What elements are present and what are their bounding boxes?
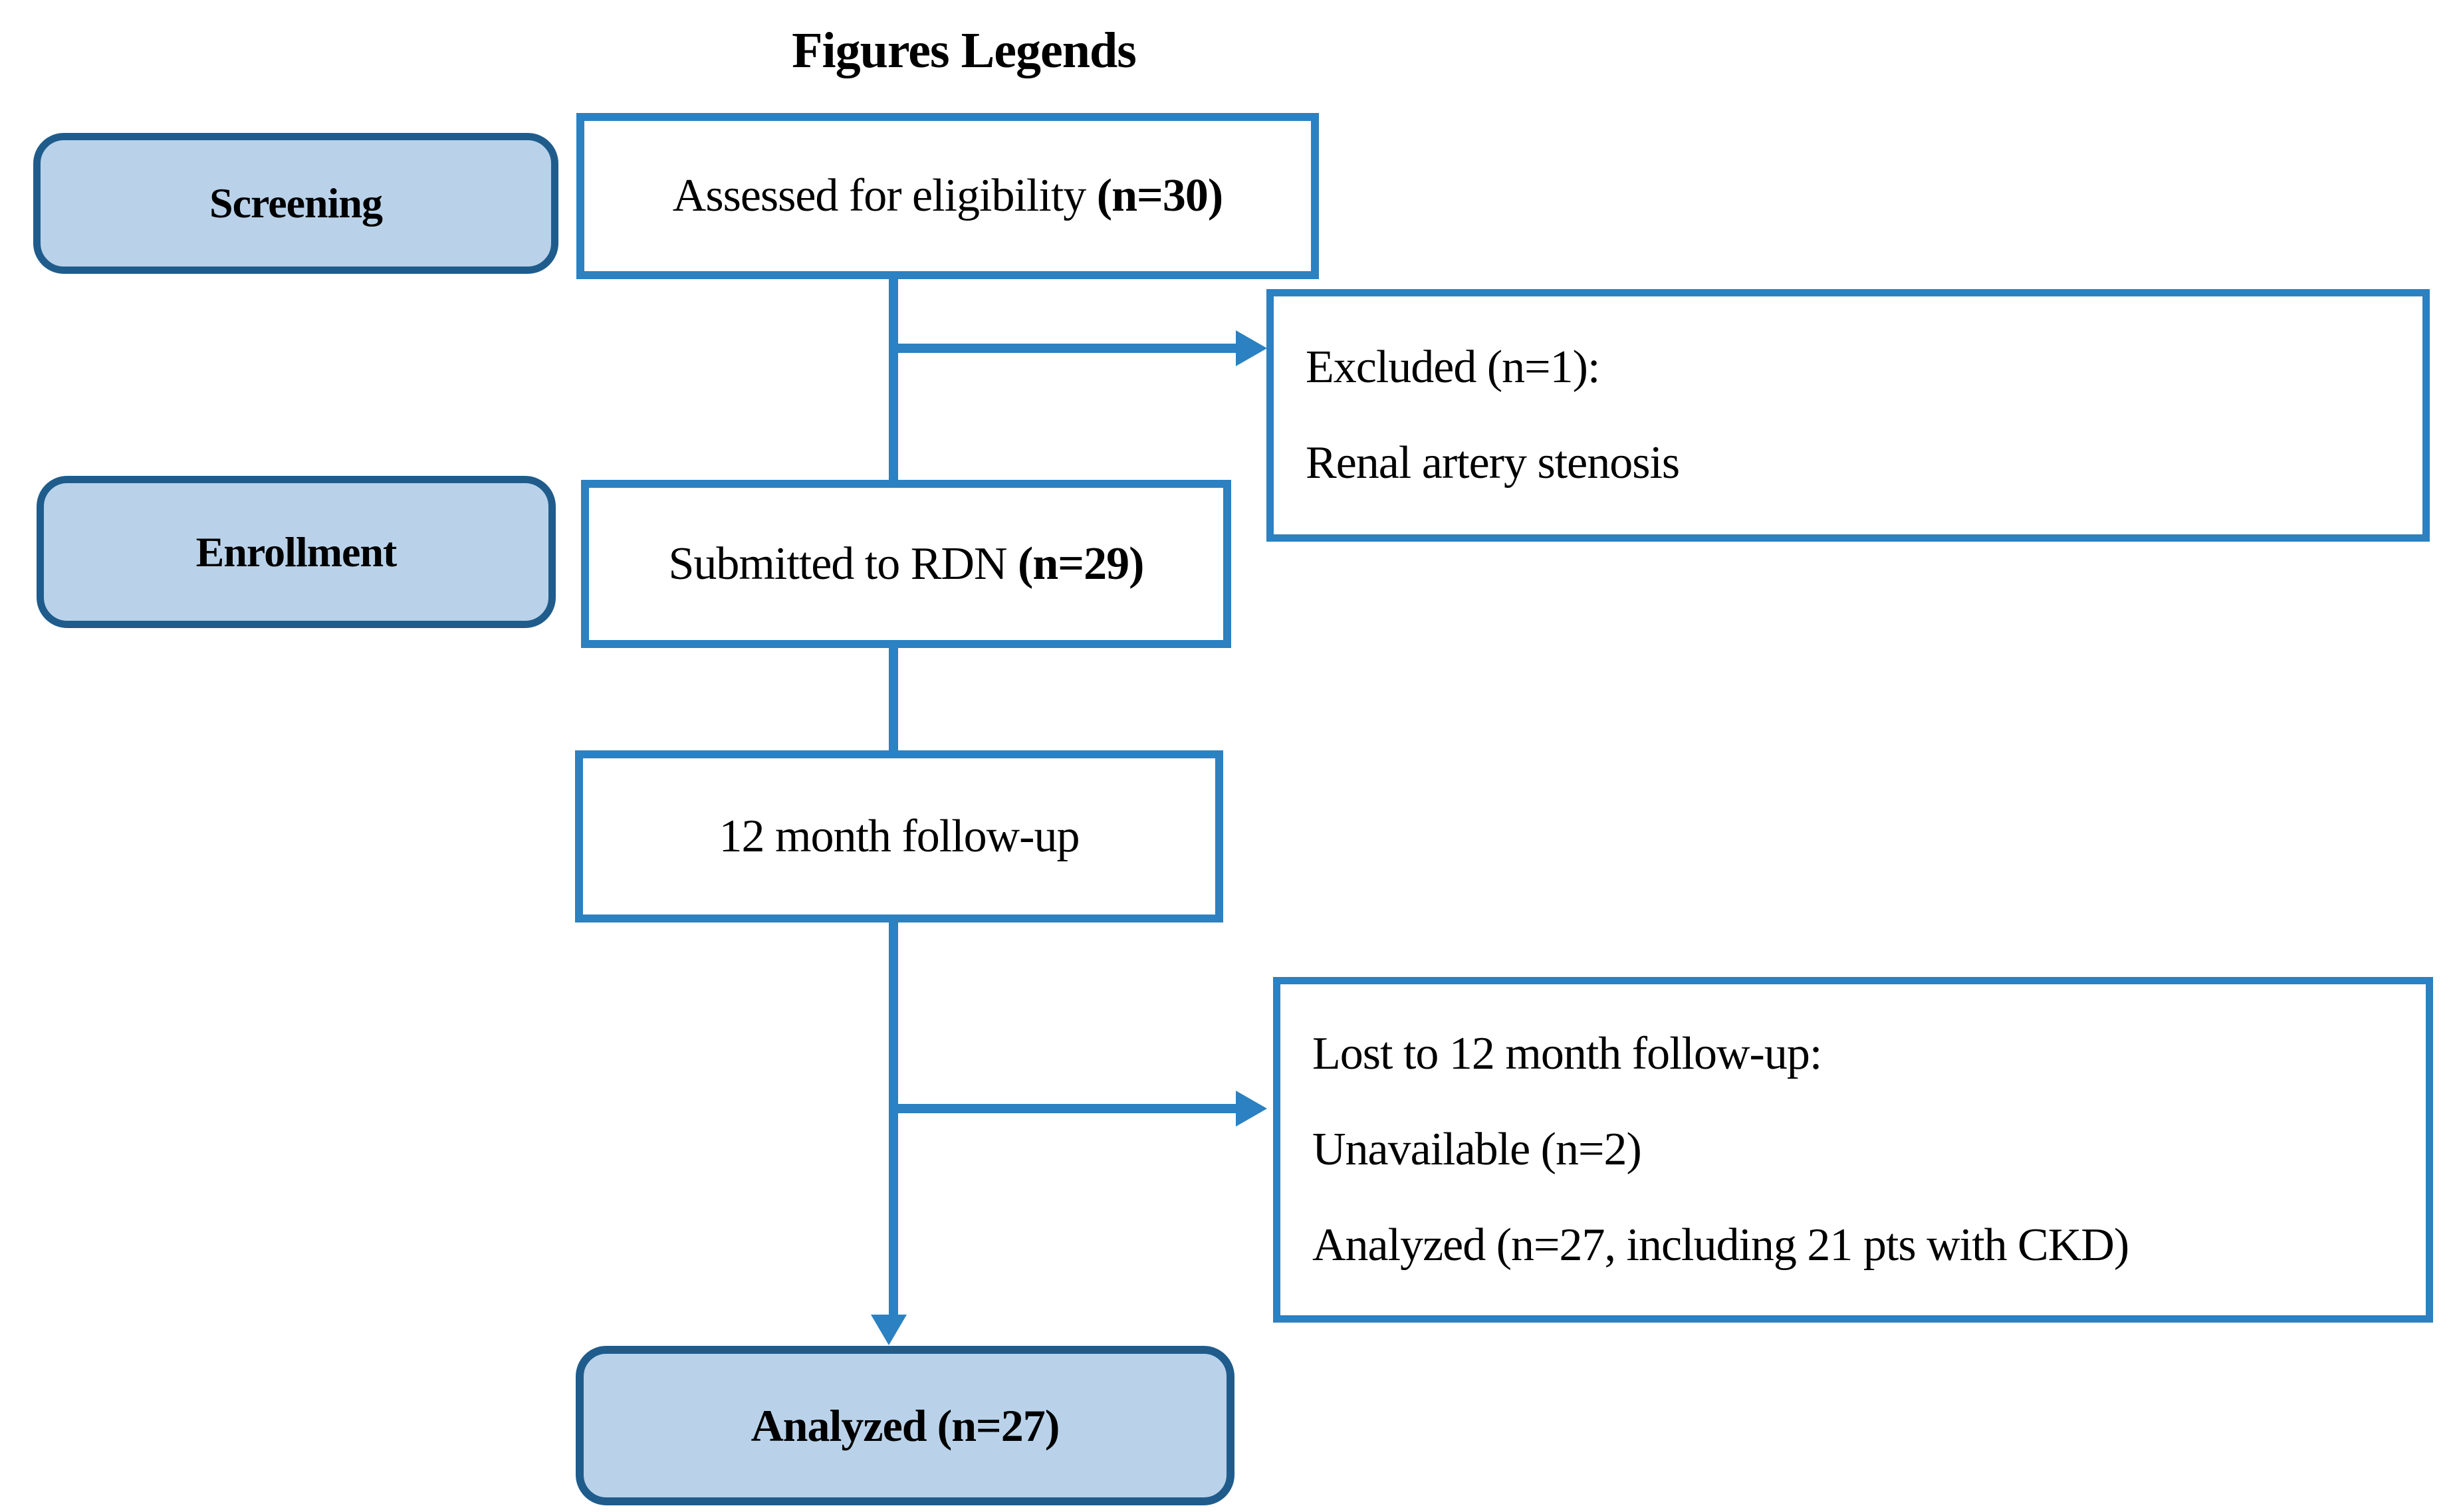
submitted-text-main: Submitted to RDN: [668, 538, 1018, 590]
connector-submitted-to-followup: [889, 648, 898, 750]
stage-label-screening: Screening: [209, 179, 383, 227]
diagram-title: Figures Legends: [792, 23, 1137, 78]
followup-box: 12 month follow-up: [575, 750, 1223, 922]
assessed-eligibility-text: Assessed for eligibility (n=30): [673, 169, 1223, 223]
stage-label-enrollment: Enrollment: [195, 528, 398, 576]
submitted-rdn-text: Submitted to RDN (n=29): [668, 538, 1145, 591]
connector-assessed-to-submitted: [889, 279, 898, 480]
lost-line: Analyzed (n=27, including 21 pts with CK…: [1312, 1220, 2129, 1271]
arrowhead-down-analyzed-icon: [871, 1315, 907, 1345]
connector-followup-to-analyzed: [889, 922, 898, 1315]
arrowhead-right-excluded-icon: [1236, 330, 1267, 366]
lost-line: Unavailable (n=2): [1312, 1124, 1642, 1175]
submitted-rdn-box: Submitted to RDN (n=29): [581, 480, 1231, 648]
connector-branch-to-lost: [893, 1104, 1236, 1113]
assessed-text-n: (n=30): [1096, 170, 1223, 221]
stage-box-enrollment: Enrollment: [37, 476, 556, 628]
submitted-text-n: (n=29): [1018, 538, 1144, 590]
lost-followup-box: Lost to 12 month follow-up: Unavailable …: [1273, 977, 2433, 1323]
lost-line: Lost to 12 month follow-up:: [1312, 1028, 1822, 1079]
arrowhead-right-lost-icon: [1236, 1091, 1267, 1127]
excluded-line: Renal artery stenosis: [1306, 437, 1680, 488]
assessed-eligibility-box: Assessed for eligibility (n=30): [576, 113, 1319, 279]
analyzed-box: Analyzed (n=27): [576, 1346, 1234, 1505]
assessed-text-main: Assessed for eligibility: [672, 170, 1097, 221]
connector-branch-to-excluded: [893, 344, 1236, 353]
excluded-box: Excluded (n=1): Renal artery stenosis: [1266, 289, 2430, 542]
stage-box-screening: Screening: [33, 133, 558, 274]
analyzed-text: Analyzed (n=27): [751, 1400, 1060, 1451]
excluded-line: Excluded (n=1):: [1306, 342, 1600, 393]
followup-text: 12 month follow-up: [719, 810, 1080, 862]
